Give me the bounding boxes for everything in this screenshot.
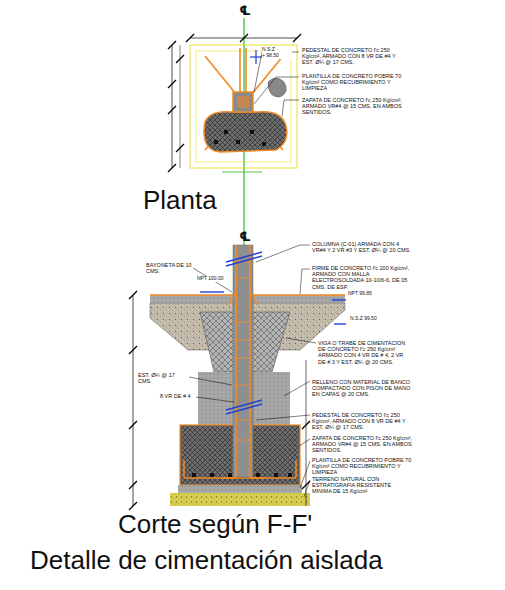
callout-note: TERRENO NATURAL CON ESTRATIGRAFIA RESIST…	[312, 476, 412, 495]
level-mark: NPT 100.00	[197, 276, 227, 282]
callout-note: COLUMNA (C-01) ARMADA CON 4 VR#4 Y 2 VR …	[312, 241, 412, 253]
level-mark: N.S.Z	[262, 47, 292, 53]
callout-note: BAYONETA DE 10 CMS.	[146, 262, 192, 274]
callout-note: PLANTILLA DE CONCRETO POBRE 70 Kg/cm² CO…	[312, 457, 412, 476]
level-mark: NPT 99.85	[348, 291, 380, 297]
centerline-symbol: ℄	[237, 4, 253, 19]
callout-note: FIRME DE CONCRETO f'c 200 Kg/cm², ARMADO…	[312, 265, 412, 290]
callout-note: RELLENO CON MATERIAL DE BANCO COMPACTADO…	[312, 379, 412, 398]
view-title: Planta	[143, 186, 243, 215]
callout-note: VIGA O TRABE DE CIMENTACION DE CONCRETO …	[318, 340, 412, 365]
callout-note: PEDESTAL DE CONCRETO f'c 250 Kg/cm², ARM…	[312, 412, 412, 431]
view-title: Corte según F-F'	[118, 510, 408, 539]
callout-note: 8 VR DE # 4	[160, 393, 196, 399]
sheet-title: Detalle de cimentación aislada	[30, 546, 490, 575]
callout-note: PLANTILLA DE CONCRETO POBRE 70 Kg/cm² CO…	[302, 73, 402, 92]
centerline-symbol: ℄	[237, 230, 253, 245]
callout-note: PEDESTAL DE CONCRETO f'c 250 Kg/cm², ARM…	[302, 47, 402, 66]
level-mark: + 98.50	[262, 53, 292, 59]
callout-note: ZAPATA DE CONCRETO f'c 250 Kg/cm², ARMAD…	[312, 435, 412, 454]
level-mark: N.S.Z 99.50	[350, 316, 378, 322]
callout-note: ZAPATA DE CONCRETO f'c 250 Kg/cm², ARMAD…	[302, 97, 402, 116]
callout-note: EST. Ø¼ @ 17 CMS.	[138, 372, 188, 384]
